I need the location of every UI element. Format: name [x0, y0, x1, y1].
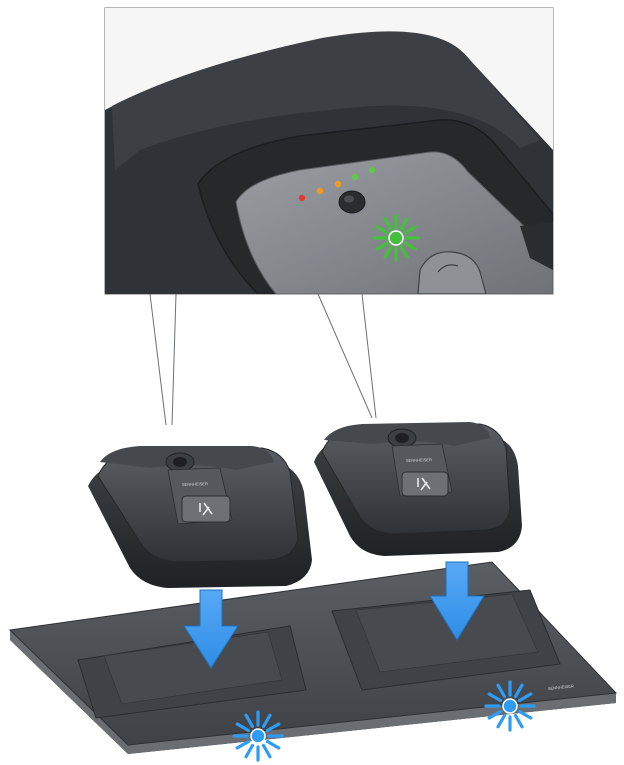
status-led-orange	[317, 188, 323, 194]
status-led-green	[369, 167, 375, 173]
brand-logo-left: SENNHEISER	[182, 481, 208, 487]
blink-ray	[246, 746, 253, 757]
blink-ray	[268, 742, 279, 749]
mic-mute-button-right	[402, 472, 448, 496]
status-led-red	[299, 195, 305, 201]
blink-ray	[264, 746, 271, 757]
microphone-unit-right: SENNHEISER	[314, 422, 522, 556]
blink-core	[503, 699, 517, 713]
blink-core	[251, 729, 265, 743]
brand-logo-right: SENNHEISER	[406, 457, 432, 463]
blink-core	[389, 231, 403, 245]
blink-ray	[237, 742, 248, 749]
callout-lines	[150, 294, 376, 425]
blink-ray	[516, 716, 523, 727]
status-led-green	[352, 174, 358, 180]
mic-mute-button-left	[182, 496, 230, 522]
zoom-inset	[105, 8, 553, 294]
microphone-unit-left: SENNHEISER	[88, 446, 312, 588]
status-led-orange	[335, 181, 341, 187]
blink-ray	[498, 716, 505, 727]
zoom-round-button	[339, 191, 365, 213]
charging-mat: SENNHEISER	[10, 562, 616, 754]
